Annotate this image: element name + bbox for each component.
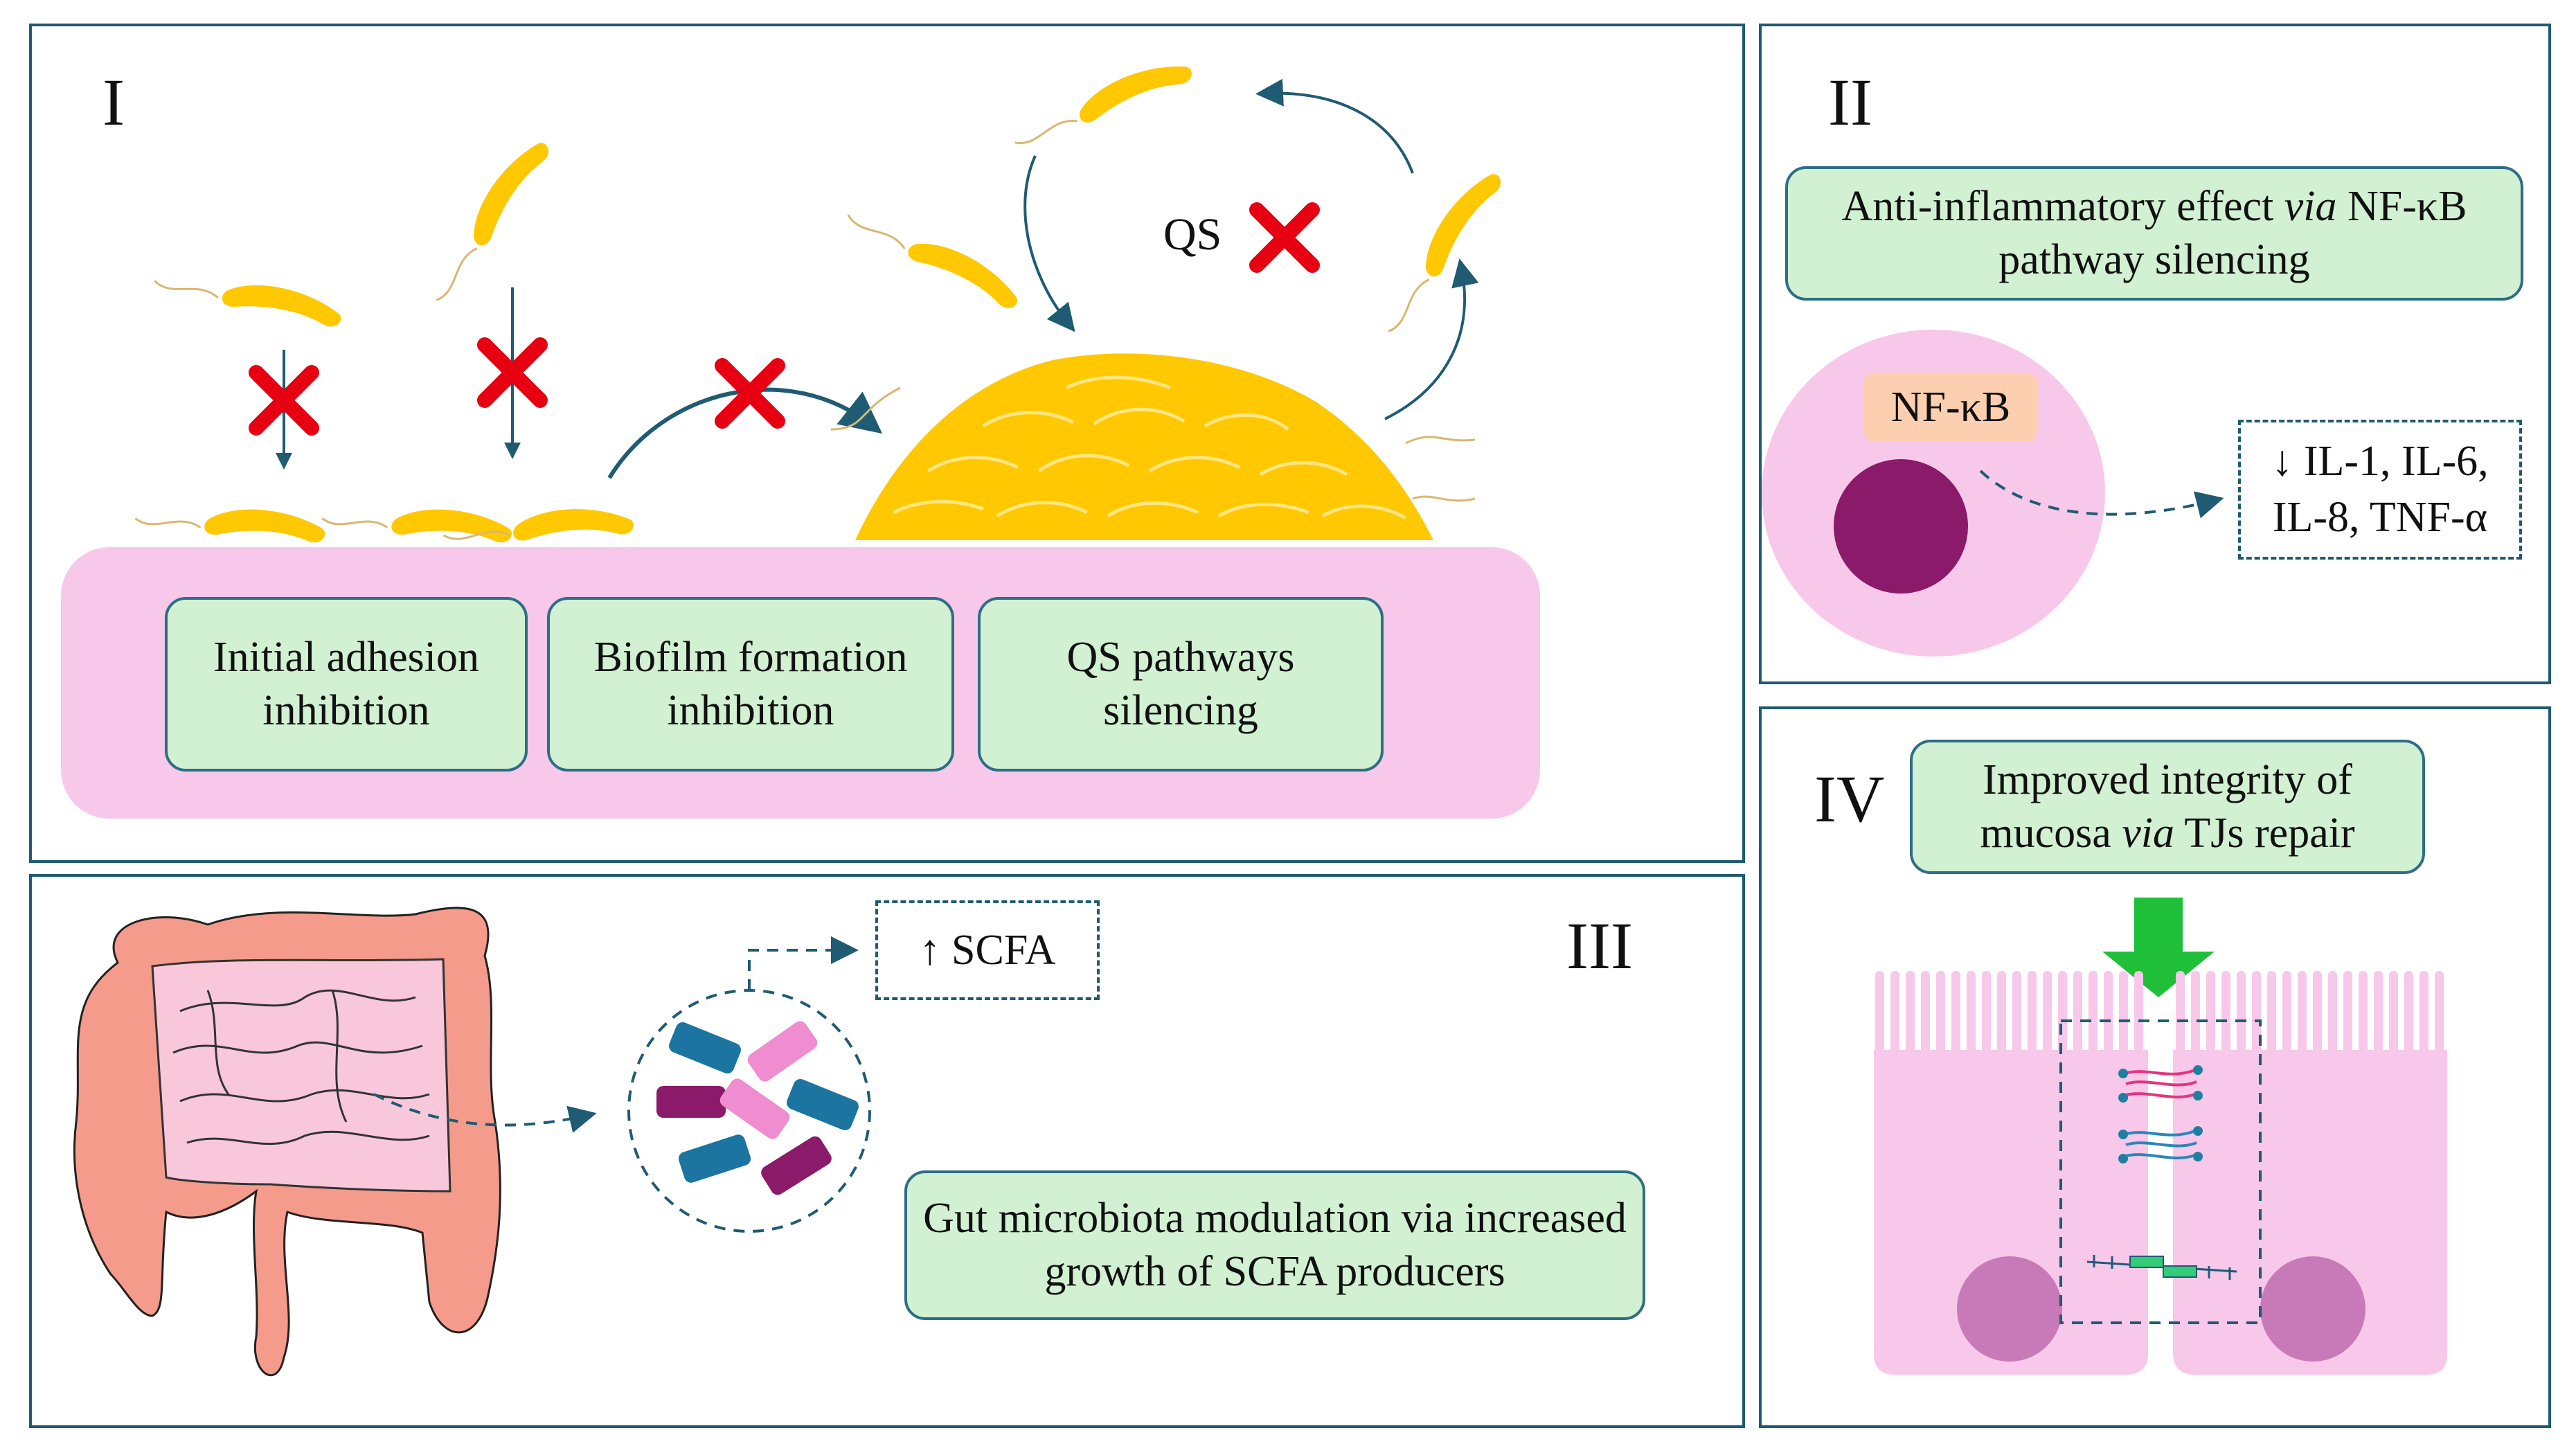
microvillus (2206, 971, 2215, 1054)
microvillus (2420, 971, 2429, 1054)
epithelial-cell-right (2173, 1050, 2447, 1375)
microbiota-modulation-box: Gut microbiota modulation via increased … (904, 1170, 1645, 1320)
microvilli (1875, 971, 2444, 1054)
microvillus (1982, 971, 1991, 1054)
biofilm-inhibition-box: Biofilm formation inhibition (547, 597, 954, 772)
microvillus (2104, 971, 2113, 1054)
microvillus (1967, 971, 1976, 1054)
microvillus (1997, 971, 2006, 1054)
microvillus (2313, 971, 2322, 1054)
cell-nucleus-left (1957, 1256, 2062, 1362)
panel-numeral-ii: II (1828, 65, 1872, 139)
panel-numeral-iii: III (1566, 909, 1633, 983)
mucosa-integrity-box: Improved integrity of mucosa via TJs rep… (1910, 740, 2425, 874)
panel-numeral-i: I (102, 65, 125, 139)
microvillus (2298, 971, 2307, 1054)
microvillus (2088, 971, 2098, 1054)
tight-junction-protein-pink (2122, 1069, 2197, 1098)
microvillus (2073, 971, 2082, 1054)
microvillus (2343, 971, 2352, 1054)
large-intestine (73, 907, 597, 1377)
microvillus (1890, 971, 1899, 1054)
epithelial-cell-left (1874, 1050, 2148, 1375)
microvillus (2119, 971, 2128, 1054)
adherens-junction (2086, 1255, 2237, 1280)
microvillus (2237, 971, 2246, 1054)
microvillus (2267, 971, 2276, 1054)
microvillus (1875, 971, 1884, 1054)
microvillus (2134, 971, 2143, 1054)
scfa-box: ↑ SCFA (875, 900, 1100, 1000)
microvillus (1936, 971, 1945, 1054)
green-down-arrow (2102, 898, 2215, 997)
microvillus (2043, 971, 2052, 1054)
microvillus (2435, 971, 2444, 1054)
qs-label: QS (1163, 209, 1222, 260)
tight-junction-protein-blue (2122, 1130, 2197, 1159)
microvillus (2176, 971, 2185, 1054)
microvillus (2252, 971, 2261, 1054)
microvillus (2282, 971, 2291, 1054)
microvillus (2191, 971, 2200, 1054)
microvillus (2221, 971, 2230, 1054)
nfkb-badge: NF-κB (1864, 373, 2037, 442)
microvillus (2374, 971, 2383, 1054)
qs-silencing-box: QS pathways silencing (978, 597, 1384, 772)
tight-junction-zoom (2059, 1019, 2262, 1324)
adhesion-inhibition-box: Initial adhesion inhibition (165, 597, 528, 772)
microvillus (2328, 971, 2337, 1054)
microvillus (1906, 971, 1915, 1054)
microvillus (1951, 971, 1960, 1054)
microvillus (2028, 971, 2037, 1054)
biofilm-mound (830, 353, 1476, 540)
cytokines-box: ↓ IL-1, IL-6, IL-8, TNF-α (2238, 420, 2522, 560)
cell-nucleus (1834, 459, 1968, 594)
microvillus (2404, 971, 2413, 1054)
microbiota-cluster (627, 989, 871, 1233)
anti-inflammatory-box: Anti-inflammatory effect via NF-κB pathw… (1785, 166, 2523, 301)
panel-numeral-iv: IV (1814, 762, 1885, 836)
microvillus (2359, 971, 2368, 1054)
microvillus (1921, 971, 1930, 1054)
microvillus (2058, 971, 2067, 1054)
microvillus (2012, 971, 2021, 1054)
microvillus (2389, 971, 2398, 1054)
cell-nucleus-right (2260, 1256, 2365, 1362)
